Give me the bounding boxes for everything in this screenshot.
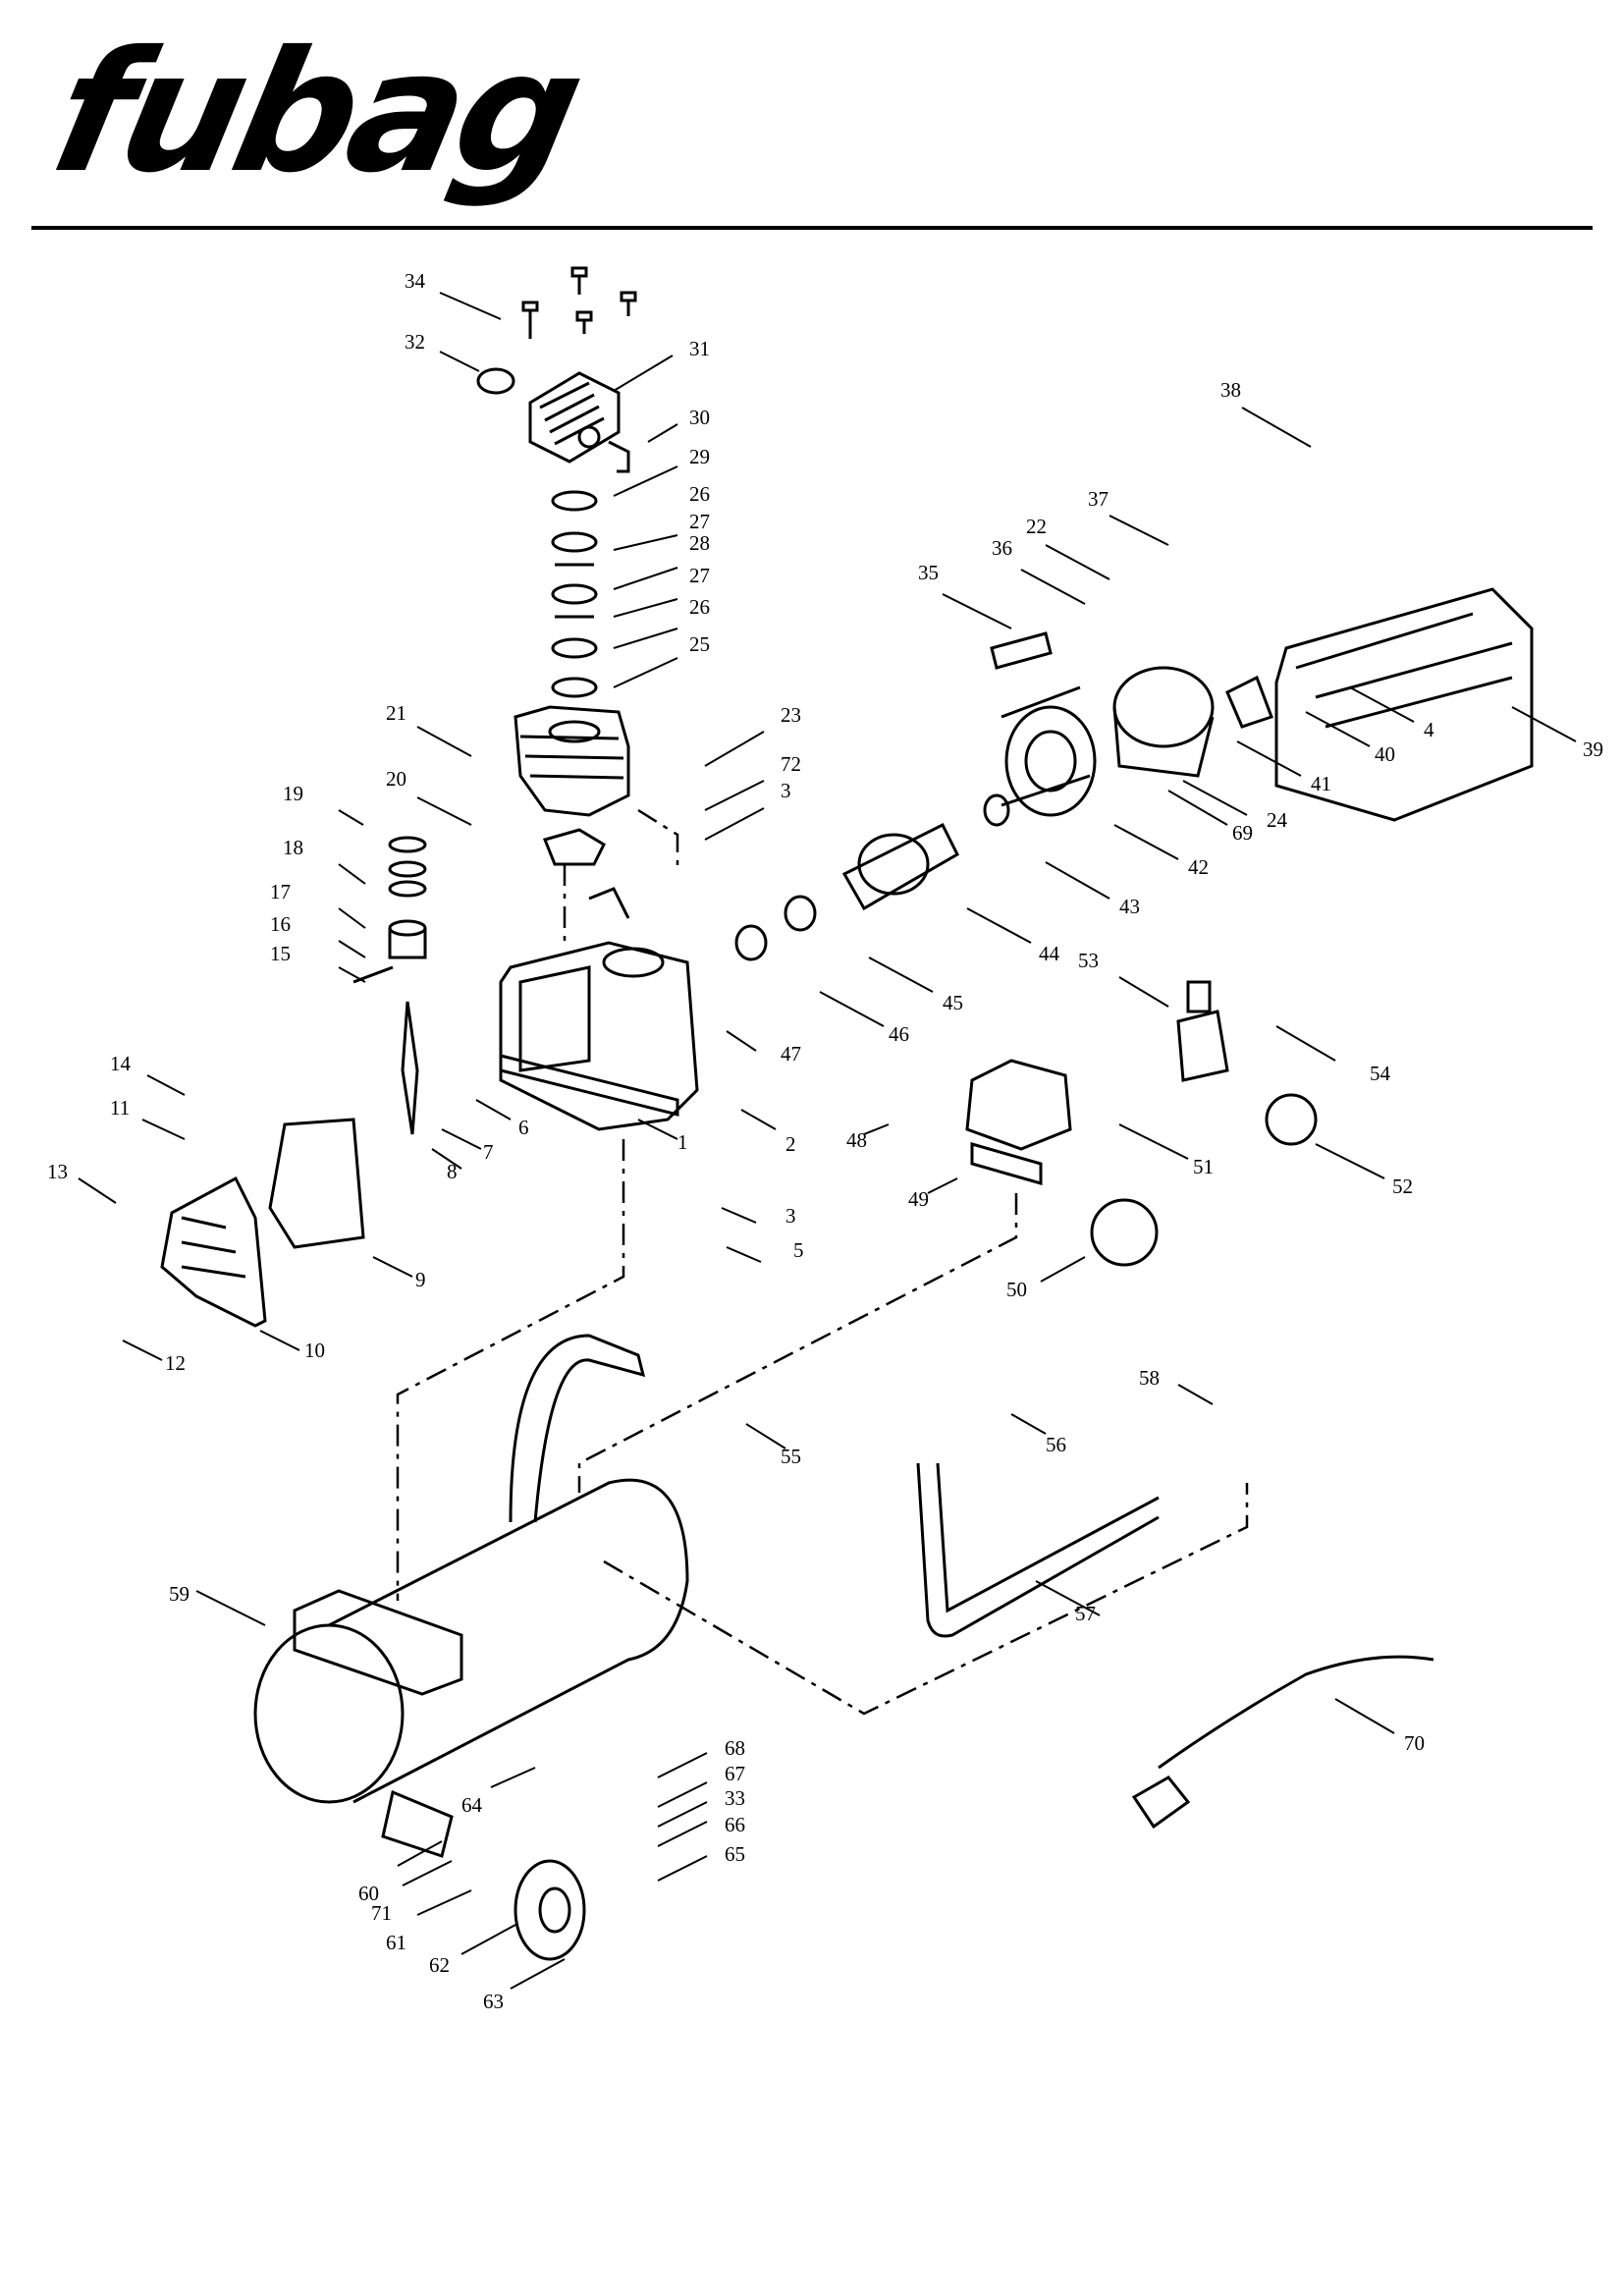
motor-assembly xyxy=(734,631,1097,961)
callout-40: 40 xyxy=(1375,742,1395,766)
gauge-52 xyxy=(1265,1093,1318,1146)
callout-15: 15 xyxy=(270,942,291,965)
callout-63: 63 xyxy=(483,1990,504,2013)
callout-30: 30 xyxy=(689,406,710,429)
callout-65: 65 xyxy=(725,1842,745,1866)
callout-49: 49 xyxy=(908,1187,929,1211)
callout-3-upper: 3 xyxy=(781,779,791,802)
cylinder-head xyxy=(528,371,630,473)
callout-9: 9 xyxy=(415,1268,426,1291)
callout-12: 12 xyxy=(165,1351,186,1375)
callout-64: 64 xyxy=(461,1793,483,1817)
callout-16: 16 xyxy=(270,912,291,936)
callout-71: 71 xyxy=(371,1901,392,1925)
callout-59: 59 xyxy=(169,1582,189,1606)
air-tank xyxy=(253,1334,689,1858)
callout-38: 38 xyxy=(1220,378,1241,402)
callout-61: 61 xyxy=(386,1931,406,1954)
callout-50: 50 xyxy=(1006,1278,1027,1301)
callout-70: 70 xyxy=(1404,1731,1425,1755)
callout-17: 17 xyxy=(270,880,291,903)
cylinder xyxy=(514,705,630,866)
header-rule xyxy=(31,226,1593,230)
callout-36: 36 xyxy=(992,536,1012,560)
regulator xyxy=(1176,980,1229,1082)
callout-labels: 34 32 31 30 29 26 27 28 27 26 25 23 72 3… xyxy=(47,269,1603,2013)
callout-26-upper: 26 xyxy=(689,482,710,506)
side-covers xyxy=(160,1118,365,1328)
parts-drawing xyxy=(160,266,1534,1961)
callout-19: 19 xyxy=(283,782,303,805)
callout-58: 58 xyxy=(1139,1366,1160,1390)
callout-3-lower: 3 xyxy=(785,1204,796,1228)
callout-29: 29 xyxy=(689,445,710,468)
callout-18: 18 xyxy=(283,836,303,859)
callout-5: 5 xyxy=(793,1238,804,1262)
callout-11: 11 xyxy=(110,1096,130,1120)
fan-and-shroud xyxy=(1112,587,1534,822)
callout-55: 55 xyxy=(781,1445,801,1468)
callout-7: 7 xyxy=(483,1140,494,1164)
callout-66: 66 xyxy=(725,1813,745,1836)
callout-23: 23 xyxy=(781,703,801,727)
callout-56: 56 xyxy=(1046,1433,1066,1456)
callout-48: 48 xyxy=(846,1128,867,1152)
callout-20: 20 xyxy=(386,767,406,791)
callout-42: 42 xyxy=(1188,855,1209,879)
assembly-lines xyxy=(396,808,1249,1716)
callout-33: 33 xyxy=(725,1786,745,1810)
leader-lines xyxy=(78,292,1577,1990)
callout-69: 69 xyxy=(1232,821,1253,845)
callout-39: 39 xyxy=(1583,738,1603,761)
callout-27-lower: 27 xyxy=(689,564,710,587)
callout-32: 32 xyxy=(405,330,425,354)
callout-60: 60 xyxy=(358,1882,379,1905)
callout-37: 37 xyxy=(1088,487,1109,511)
callout-4: 4 xyxy=(1424,718,1434,741)
callout-35: 35 xyxy=(918,561,939,584)
callout-67: 67 xyxy=(725,1762,745,1785)
hose-57 xyxy=(916,1462,1160,1638)
callout-2: 2 xyxy=(785,1132,796,1156)
callout-22: 22 xyxy=(1026,515,1047,538)
callout-27-upper: 27 xyxy=(689,510,710,533)
piston-assembly xyxy=(352,836,427,1135)
callout-13: 13 xyxy=(47,1160,68,1183)
callout-45: 45 xyxy=(943,991,963,1014)
callout-62: 62 xyxy=(429,1953,450,1977)
callout-26-lower: 26 xyxy=(689,595,710,619)
callout-68: 68 xyxy=(725,1736,745,1760)
pressure-switch xyxy=(965,1059,1072,1185)
callout-47: 47 xyxy=(781,1042,801,1066)
callout-14: 14 xyxy=(110,1052,132,1075)
callout-28: 28 xyxy=(689,531,710,555)
callout-41: 41 xyxy=(1311,772,1331,795)
head-bolts xyxy=(521,266,637,339)
callout-53: 53 xyxy=(1078,949,1099,972)
callout-34: 34 xyxy=(405,269,426,293)
gauge-50 xyxy=(1090,1198,1159,1267)
wheel xyxy=(514,1859,586,1961)
callout-25: 25 xyxy=(689,632,710,656)
callout-24: 24 xyxy=(1267,808,1288,832)
callout-52: 52 xyxy=(1392,1175,1413,1198)
power-cord xyxy=(1158,1655,1434,1770)
callout-57: 57 xyxy=(1075,1602,1096,1625)
cap-32 xyxy=(476,367,515,395)
callout-44: 44 xyxy=(1039,942,1060,965)
callout-72: 72 xyxy=(781,752,801,776)
callout-54: 54 xyxy=(1370,1062,1391,1085)
callout-51: 51 xyxy=(1193,1155,1214,1178)
callout-1: 1 xyxy=(677,1130,688,1154)
callout-46: 46 xyxy=(889,1022,909,1046)
valve-plate-stack xyxy=(551,490,598,698)
callout-8: 8 xyxy=(447,1160,458,1183)
callout-10: 10 xyxy=(304,1339,325,1362)
callout-31: 31 xyxy=(689,337,710,360)
callout-21: 21 xyxy=(386,701,406,725)
callout-6: 6 xyxy=(518,1116,529,1139)
callout-43: 43 xyxy=(1119,895,1140,918)
crankcase xyxy=(499,887,699,1131)
